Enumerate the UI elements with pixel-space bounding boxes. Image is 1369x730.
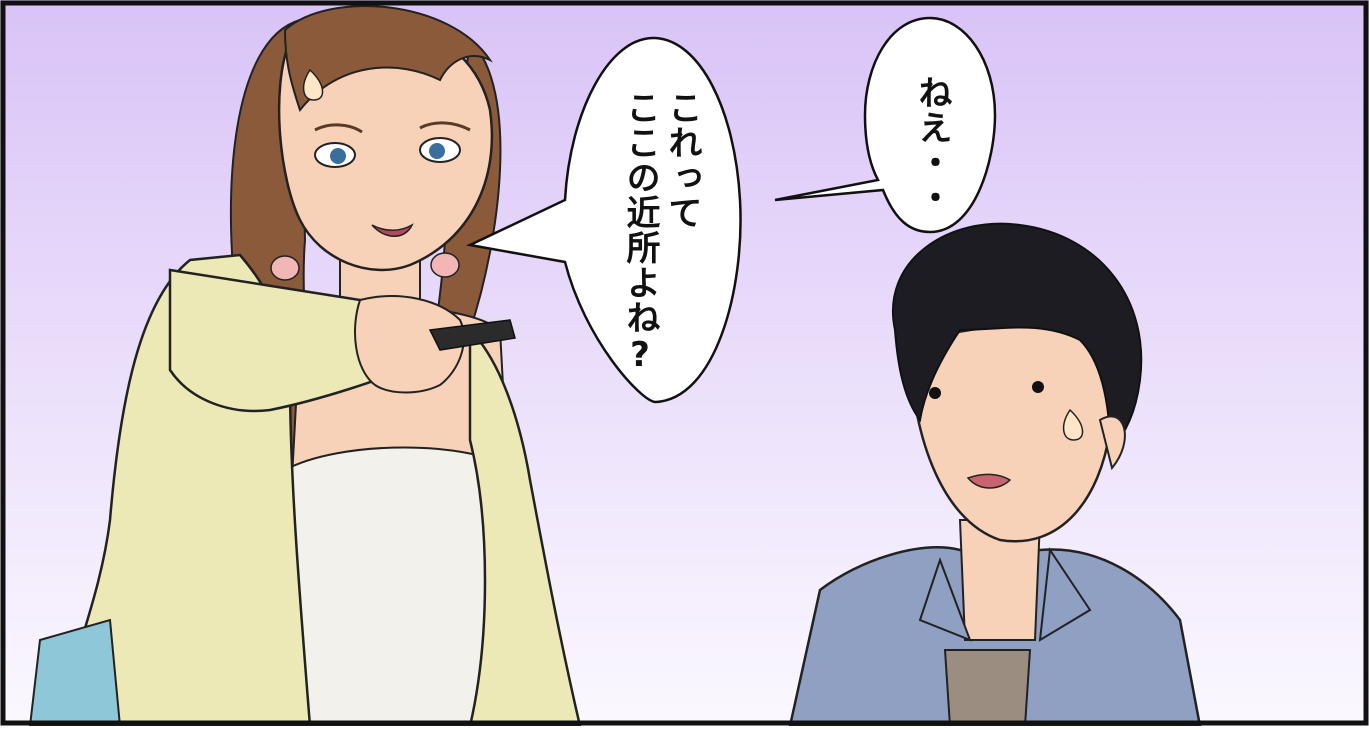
dialogue-right-line-1: ねえ・・ (912, 75, 952, 215)
dialogue-left-line-1: これって (662, 90, 702, 230)
dialogue-left-line-2: ここの近所よね? (620, 90, 660, 376)
speech-bubble-left (465, 36, 742, 404)
speech-bubble-right (774, 16, 997, 234)
woman-figure (28, 5, 582, 728)
man-figure (788, 222, 1202, 728)
